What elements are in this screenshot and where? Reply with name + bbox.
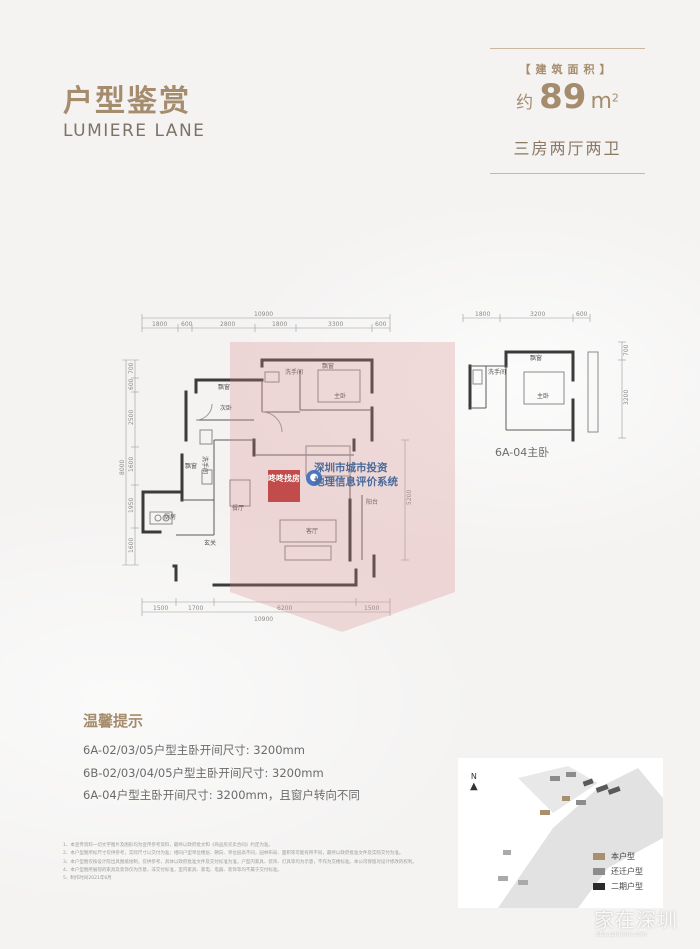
dim-left-5: 1950 (128, 498, 135, 513)
room-configuration: 三房两厅两卫 (513, 139, 622, 158)
corner-watermark: 家在深圳 (594, 908, 678, 932)
room-bay-4: 飘窗 (530, 354, 542, 362)
note-3: 3、本户型图仅按设计院出具图纸绘制，仅供参考，具体以政府批准文件及交付标准为准，… (63, 859, 417, 865)
tips-title: 温馨提示 (83, 712, 144, 730)
corner-watermark-url: bbs.szhome.com (596, 931, 647, 938)
dim-left-3: 2500 (128, 410, 135, 425)
room-entrance: 玄关 (204, 539, 216, 547)
watermark-logo: 咚咚找房 (268, 470, 300, 502)
legend-label: 本户型 (611, 852, 635, 861)
legend-item-phase-two: 二期户型 (593, 881, 643, 892)
dim-bottom-1: 1500 (153, 605, 168, 612)
legend-item-relocation: 还迁户型 (593, 866, 643, 877)
room-master: 主卧 (334, 392, 346, 400)
tip-3: 6A-04户型主卧开间尺寸: 3200mm，且窗户转向不同 (83, 788, 360, 802)
project-name: LUMIERE LANE (63, 121, 206, 141)
watermark-line-2: 地理信息评价系统 (314, 476, 398, 488)
room-living: 客厅 (306, 527, 318, 535)
room-balcony: 阳台 (366, 498, 378, 506)
alt-dim-right-2: 3200 (623, 390, 630, 405)
dim-top-3: 2800 (220, 321, 235, 328)
disclaimer-notes: 1、本宣传资料一切文字图片及图形均为宣传参考资料，最终以政府批文和《商品房买卖合… (63, 842, 433, 883)
dim-bottom-2: 1700 (188, 605, 203, 612)
compass-arrow-icon: ▲ (470, 781, 478, 792)
room-bay-1: 飘窗 (322, 362, 334, 370)
legend-label: 还迁户型 (611, 867, 643, 876)
dim-top-4: 1800 (272, 321, 287, 328)
dim-bottom-total: 10900 (254, 616, 273, 623)
area-unit: m (590, 89, 612, 114)
dim-top-5: 3300 (328, 321, 343, 328)
note-4: 4、本户型图所展现的家具及装饰仅为示意，非交付标准，室内家具、家电、电器、装饰等… (63, 867, 282, 873)
area-label: 【建筑面积】 (519, 63, 616, 76)
dim-top-1: 1800 (152, 321, 167, 328)
legend-label: 二期户型 (611, 882, 643, 891)
tip-1: 6A-02/03/05户型主卧开间尺寸: 3200mm (83, 743, 305, 757)
watermark-stamp (230, 342, 455, 632)
room-kitchen: 厨房 (164, 513, 176, 521)
legend-swatch-icon (593, 868, 605, 875)
site-map (458, 758, 663, 908)
dim-right: 5200 (406, 490, 413, 505)
alt-dim-top-3: 600 (576, 311, 588, 318)
room-dining: 餐厅 (232, 504, 244, 512)
compass-north-label: N (470, 772, 477, 781)
compass: N ▲ (470, 772, 478, 792)
dim-bottom-3: 6200 (277, 605, 292, 612)
room-bay-2: 飘窗 (218, 383, 230, 391)
alt-plan-label: 6A-04主卧 (495, 446, 550, 459)
room-bay-3: 飘窗 (185, 462, 197, 470)
dim-bottom-4: 1500 (364, 605, 379, 612)
room-second-bedroom: 次卧 (220, 404, 232, 412)
area-prefix: 约 (516, 93, 534, 113)
dim-left-6: 1600 (128, 538, 135, 553)
alt-dim-top-2: 3200 (530, 311, 545, 318)
alt-room-bath: 洗手间 (488, 368, 506, 376)
tip-2: 6B-02/03/04/05户型主卧开间尺寸: 3200mm (83, 766, 324, 780)
alt-dim-top-1: 1800 (475, 311, 490, 318)
alt-room-master: 主卧 (537, 392, 549, 400)
dim-top-6: 600 (375, 321, 387, 328)
watermark-badge-icon: ● (306, 470, 322, 486)
note-5: 5、制作时间2021年6月 (63, 876, 112, 882)
area-unit-sup: 2 (611, 91, 619, 105)
room-bath-1: 洗手间 (285, 368, 303, 376)
dim-left-4: 1600 (128, 457, 135, 472)
legend-item-this-unit: 本户型 (593, 851, 635, 862)
dim-left-total: 8000 (119, 460, 126, 475)
note-1: 1、本宣传资料一切文字图片及图形均为宣传参考资料，最终以政府批文和《商品房买卖合… (63, 843, 273, 848)
page-title: 户型鉴赏 (63, 84, 191, 119)
dim-left-2: 600 (128, 378, 135, 390)
room-bath-2: 洗手间 (201, 456, 209, 474)
alt-dim-right-1: 700 (623, 344, 630, 356)
watermark-line-1: 深圳市城市投资 (314, 462, 388, 474)
note-2: 2、本户型图所标尺寸仅供参考，实际尺寸以交付为准；相同户型单位楼层、朝向、单位层… (63, 851, 404, 857)
dim-top-total: 10900 (254, 311, 273, 318)
dim-top-2: 600 (181, 321, 193, 328)
area-number: 89 (539, 77, 587, 117)
dim-left-1: 700 (128, 362, 135, 374)
legend-swatch-icon (593, 883, 605, 890)
legend-swatch-icon (593, 853, 605, 860)
